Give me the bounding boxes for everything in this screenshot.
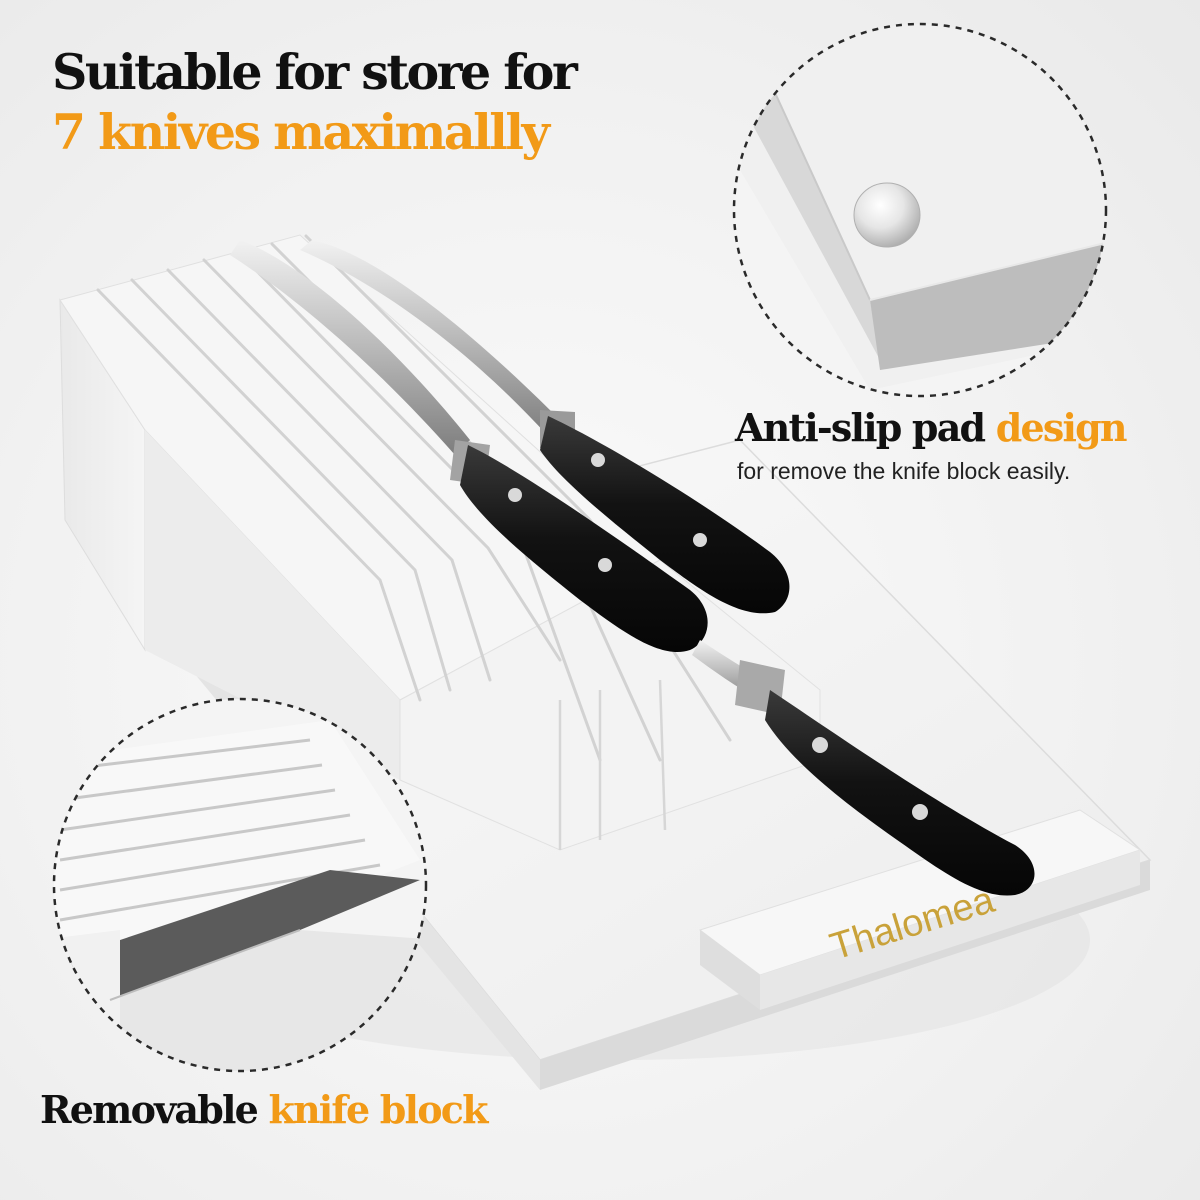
slot-2	[130, 278, 452, 692]
slot-7	[304, 234, 732, 742]
anti-slip-heading-accent: design	[995, 405, 1128, 450]
knife-middle-blade	[230, 240, 470, 455]
removable-block-front	[760, 850, 1140, 1010]
knife-front-handle	[765, 690, 1035, 896]
removable-heading-strong: Removable	[40, 1087, 259, 1132]
knife-back	[300, 240, 790, 614]
anti-slip-subtext: for remove the knife block easily.	[737, 458, 1071, 484]
knife-middle	[230, 240, 708, 652]
removable-block-side	[700, 930, 760, 1010]
slot-1	[96, 288, 422, 702]
anti-slip-heading: Anti-slip pad design	[735, 405, 1128, 450]
headline: Suitable for store for 7 knives maximall…	[52, 42, 578, 162]
anti-slip-detail-circle	[732, 22, 1108, 398]
removable-heading-accent: knife block	[268, 1087, 488, 1132]
slot-3	[166, 268, 492, 682]
removable-heading: Removable knife block	[40, 1087, 488, 1132]
slot-front-grooves	[558, 679, 667, 850]
knife-back-blade	[300, 240, 560, 436]
slot-4	[202, 258, 562, 662]
knife-middle-handle	[460, 445, 708, 652]
knife-front	[692, 640, 1035, 896]
slot-block-front	[145, 430, 400, 780]
anti-slip-heading-strong: Anti-slip pad	[735, 405, 986, 450]
anti-slip-pad	[853, 182, 921, 248]
headline-line-1: Suitable for store for	[52, 43, 578, 101]
headline-line-2: 7 knives maximallly	[52, 103, 550, 161]
